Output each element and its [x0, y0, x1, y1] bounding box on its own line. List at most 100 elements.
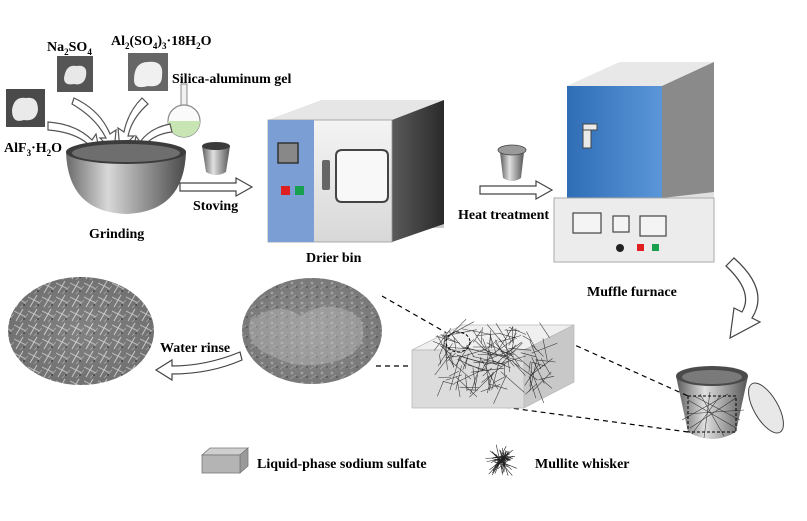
whisker-stroke	[486, 324, 502, 343]
whisker-stroke	[472, 330, 493, 360]
whisker-stroke	[448, 331, 464, 349]
whisker-stroke	[476, 333, 501, 336]
muffle-furnace	[553, 62, 715, 263]
whisker-stroke	[439, 343, 445, 355]
whisker-stroke	[459, 348, 487, 358]
whisker-stroke	[467, 364, 489, 372]
whisker-stroke	[542, 338, 548, 361]
whisker-stroke	[535, 359, 556, 363]
stoving-arrow	[179, 176, 254, 198]
whisker-stroke	[442, 321, 475, 339]
label-al2so4: Al2(SO4)3·18H2O	[111, 34, 212, 51]
whisker-stroke	[489, 339, 515, 357]
whisker-stroke	[457, 359, 484, 372]
al2so4-sample	[128, 53, 168, 91]
whisker-stroke	[437, 380, 444, 397]
whisker-stroke	[464, 353, 469, 369]
whisker-stroke	[491, 360, 500, 391]
whisker-stroke	[522, 335, 532, 341]
whisker-stroke	[435, 335, 460, 344]
whisker-stroke	[531, 361, 546, 367]
whisker-stroke	[463, 357, 489, 365]
legend-whisker-icon	[485, 444, 517, 476]
whisker-stroke	[442, 381, 455, 385]
whisker-stroke	[508, 347, 532, 351]
whisker-stroke	[498, 335, 522, 343]
label-water-rinse: Water rinse	[160, 341, 230, 356]
label-grinding: Grinding	[89, 227, 144, 242]
crucible-small	[202, 142, 230, 175]
whisker-stroke	[488, 375, 491, 388]
sem-image-before-rinse	[242, 278, 382, 384]
legend-whisker-stroke	[496, 459, 510, 467]
whisker-stroke	[506, 341, 522, 354]
whisker-stroke	[520, 352, 536, 358]
legend-whisker-stroke	[496, 458, 513, 463]
whisker-stroke	[470, 374, 477, 395]
whisker-stroke	[488, 383, 508, 390]
whisker-stroke	[467, 389, 478, 391]
whisker-stroke	[540, 378, 553, 389]
label-na2so4: Na2SO4	[47, 40, 92, 57]
whisker-stroke	[486, 335, 491, 370]
heat-arrow	[479, 179, 554, 201]
alf3-sample	[6, 89, 45, 127]
whisker-stroke	[497, 326, 514, 351]
whisker-stroke	[474, 339, 485, 351]
whisker-stroke	[474, 356, 482, 388]
whisker-stroke	[464, 339, 474, 350]
whisker-stroke	[531, 370, 545, 404]
label-stoving: Stoving	[193, 199, 238, 214]
whisker-stroke	[439, 354, 441, 365]
whisker-stroke	[531, 356, 545, 384]
whisker-stroke	[457, 381, 461, 398]
legend-whisker-stroke	[493, 456, 505, 458]
whisker-stroke	[446, 353, 456, 362]
sulfate-block	[411, 318, 575, 409]
legend-whisker-label: Mullite whisker	[535, 457, 630, 472]
cooling-arrow	[725, 257, 762, 340]
crucible-lidded	[497, 144, 527, 181]
whisker-stroke	[529, 362, 533, 387]
whisker-stroke	[500, 342, 523, 365]
na2so4-sample	[57, 56, 93, 92]
whisker-stroke	[477, 354, 508, 356]
whisker-stroke	[528, 361, 531, 373]
sem-image-after-rinse	[8, 277, 154, 385]
whisker-stroke	[525, 383, 537, 395]
whisker-stroke	[532, 371, 552, 392]
whisker-stroke	[495, 342, 515, 367]
whisker-stroke	[486, 360, 502, 367]
whisker-stroke	[510, 350, 531, 369]
legend-whisker-stroke	[486, 457, 511, 462]
label-drier: Drier bin	[306, 251, 362, 266]
whisker-stroke	[449, 356, 460, 391]
whisker-stroke	[432, 341, 451, 349]
whisker-stroke	[499, 355, 527, 365]
whisker-stroke	[433, 327, 452, 351]
drier-oven	[267, 100, 444, 243]
whisker-stroke	[508, 332, 517, 346]
whisker-stroke	[506, 329, 511, 342]
whisker-stroke	[440, 334, 458, 344]
whisker-stroke	[493, 374, 507, 404]
whisker-stroke	[495, 323, 507, 340]
whisker-stroke	[437, 335, 455, 367]
whisker-stroke	[481, 351, 509, 363]
whisker-stroke	[443, 318, 467, 343]
label-muffle: Muffle furnace	[587, 285, 677, 300]
whisker-stroke	[486, 369, 491, 391]
label-alf3: AlF3·H2O	[4, 141, 62, 158]
whisker-stroke	[539, 322, 550, 338]
whisker-stroke	[473, 330, 482, 343]
water-rinse-arrow	[154, 351, 243, 382]
whisker-stroke	[482, 367, 492, 377]
whisker-stroke	[434, 352, 452, 376]
whisker-stroke	[449, 359, 472, 380]
whisker-stroke	[504, 350, 516, 358]
whisker-stroke	[508, 326, 527, 335]
whisker-stroke	[481, 359, 499, 390]
whisker-stroke	[491, 359, 511, 369]
whisker-stroke	[455, 376, 478, 398]
